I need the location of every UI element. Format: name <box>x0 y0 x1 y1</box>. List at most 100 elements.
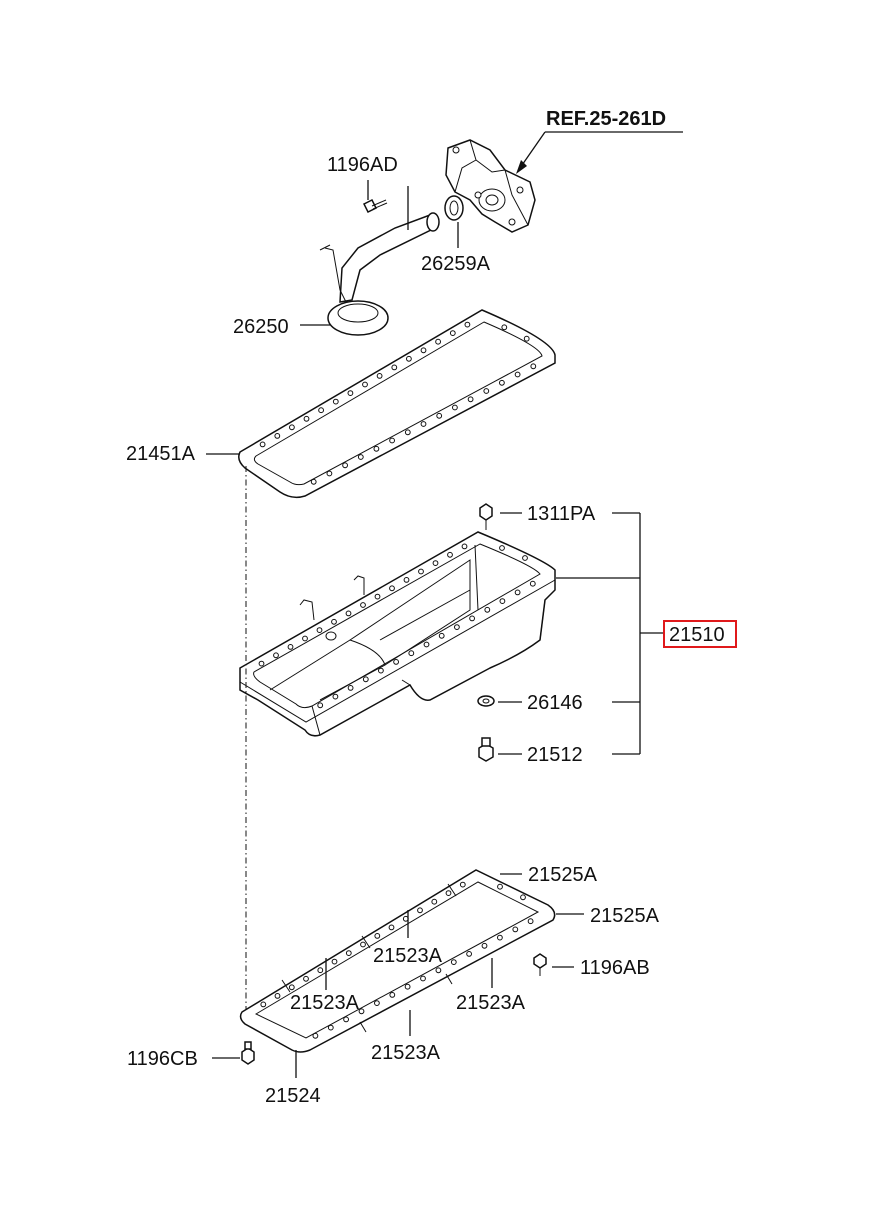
bolt-hole <box>420 975 426 982</box>
bolt-hole <box>374 593 381 600</box>
bolt-hole <box>435 967 442 974</box>
bolt-hole <box>327 1024 334 1031</box>
bolt-hole <box>331 958 338 965</box>
bolt-hole <box>345 950 352 956</box>
bolt-hole <box>388 924 395 931</box>
oil-pan-gasket-lower <box>239 869 556 1053</box>
callout-21512[interactable]: 21512 <box>527 744 583 766</box>
bolt-hole <box>389 437 396 444</box>
bolt-hole <box>499 598 506 604</box>
callout-21523A-1[interactable]: 21523A <box>373 945 443 967</box>
bolt-hole <box>435 338 442 345</box>
bolt-hole <box>522 555 528 561</box>
bolt-hole <box>303 415 310 422</box>
callout-21523A-2[interactable]: 21523A <box>290 992 360 1014</box>
washer-26146 <box>477 695 495 707</box>
bolt-hole <box>310 478 317 485</box>
bolt-hole <box>466 951 473 957</box>
bolt-hole <box>389 585 395 592</box>
callout-1196CB[interactable]: 1196CB <box>127 1048 198 1070</box>
callout-21523A-4[interactable]: 21523A <box>371 1042 441 1064</box>
bolt-1196CB <box>241 1041 255 1065</box>
bolt-hole <box>317 967 324 974</box>
bolt-hole <box>274 433 281 439</box>
oil-strainer-part <box>319 212 440 336</box>
bolt-hole <box>520 894 526 901</box>
bolt-hole <box>469 615 476 622</box>
bolt-hole <box>445 890 452 896</box>
bolt-hole <box>483 388 490 394</box>
bolt-hole <box>374 1000 380 1006</box>
callout-26259A[interactable]: 26259A <box>421 253 491 275</box>
bolt-hole <box>497 883 503 890</box>
callout-21510[interactable]: 21510 <box>669 624 725 646</box>
bolt-hole <box>449 330 456 337</box>
bolt-hole <box>326 470 333 477</box>
highlight-box-21510 <box>663 620 737 648</box>
bolt-hole <box>374 933 381 939</box>
oil-pan-part <box>239 531 556 737</box>
bolt-hole <box>464 321 471 328</box>
callout-21524[interactable]: 21524 <box>265 1085 321 1107</box>
bolt-hole <box>530 363 537 370</box>
bolt-hole <box>287 644 294 650</box>
bolt-hole <box>481 942 488 949</box>
bolt-hole <box>345 610 352 617</box>
callout-1196AB[interactable]: 1196AB <box>580 957 650 979</box>
bolt-hole <box>389 992 396 998</box>
reference-label[interactable]: REF.25-261D <box>546 108 666 130</box>
o-ring-part <box>444 195 464 221</box>
bolt-hole <box>499 379 505 386</box>
bolt-hole <box>289 424 295 431</box>
bolt-hole <box>288 984 295 991</box>
bolt-hole <box>332 398 339 405</box>
bolt-hole <box>438 632 445 639</box>
callout-21523A-3[interactable]: 21523A <box>456 992 526 1014</box>
bolt-hole <box>403 577 410 583</box>
bolt-hole <box>450 959 457 965</box>
bolt-hole <box>274 993 281 999</box>
callout-26146[interactable]: 26146 <box>527 692 583 714</box>
bolt-hole <box>467 396 474 403</box>
bracket-21510 <box>556 512 665 755</box>
bolt-hole <box>273 652 279 659</box>
bolt-hole <box>260 1001 267 1008</box>
bolt-hole <box>258 660 265 667</box>
callout-26250[interactable]: 26250 <box>233 316 289 338</box>
callout-1311PA[interactable]: 1311PA <box>527 503 596 525</box>
bolt-hole <box>523 335 530 342</box>
bolt-hole <box>408 650 415 657</box>
callout-21525A-1[interactable]: 21525A <box>528 864 598 886</box>
bolt-hole <box>452 404 458 411</box>
bolt-hole <box>332 693 339 700</box>
ref-leader-diagonal <box>519 131 546 169</box>
bolt-hole <box>420 421 427 427</box>
bolt-hole <box>362 676 369 683</box>
bolt-hole <box>378 667 384 674</box>
bolt-hole <box>316 627 323 633</box>
bolt-hole <box>373 445 380 452</box>
bolt-hole <box>497 934 503 941</box>
bolt-hole <box>331 618 337 625</box>
bolt-hole <box>418 568 424 575</box>
callout-21451A[interactable]: 21451A <box>126 443 196 465</box>
bolt-hole <box>501 324 508 331</box>
bolt-hole <box>527 918 534 925</box>
callout-21525A-2[interactable]: 21525A <box>590 905 660 927</box>
bolt-hole <box>484 606 491 613</box>
bolt-hole <box>343 1016 350 1023</box>
oil-pan-gasket-upper <box>238 309 556 499</box>
bolt-hole <box>347 685 354 691</box>
bolt-hole <box>454 624 460 630</box>
bolt-hole <box>317 702 324 709</box>
bolt-hole <box>461 543 468 550</box>
bolt-hole <box>347 390 354 397</box>
callout-1196AD[interactable]: 1196AD <box>327 154 398 176</box>
bolt-hole <box>459 881 466 888</box>
bolt-hole <box>358 1008 365 1015</box>
bolt-hole <box>447 551 453 558</box>
ref-arrowhead <box>516 160 527 174</box>
bolt-hole <box>417 907 423 914</box>
bolt-hole <box>342 462 349 469</box>
